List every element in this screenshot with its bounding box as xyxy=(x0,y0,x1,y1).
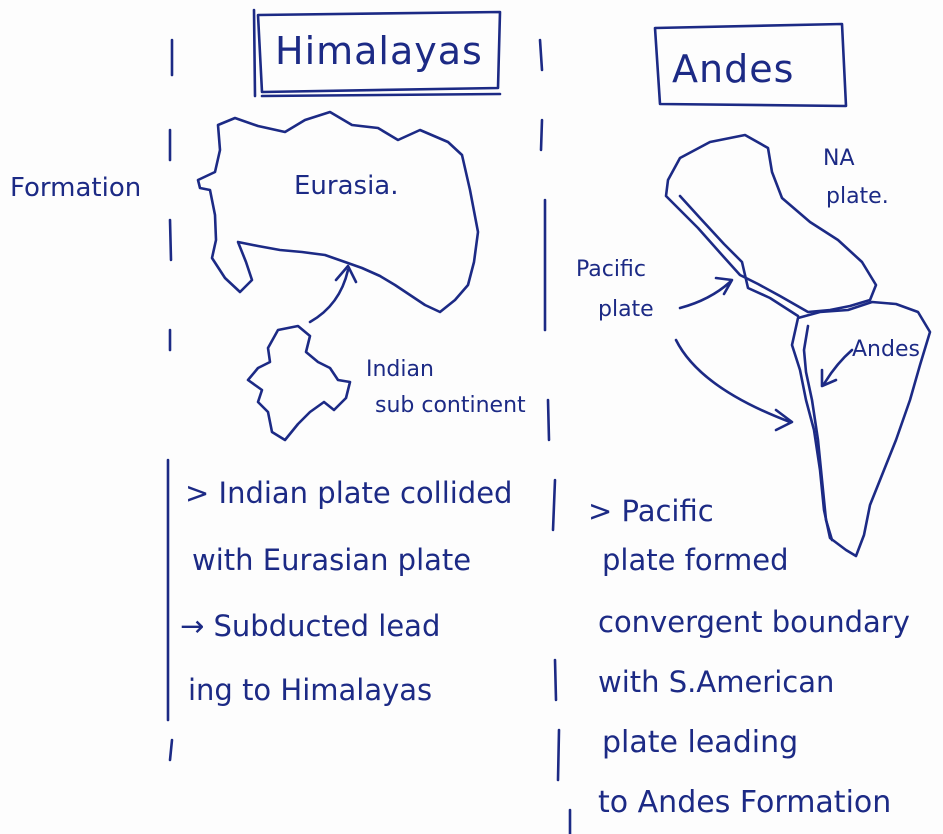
andes-pointer-arrow xyxy=(822,350,852,386)
andes-title: Andes xyxy=(672,47,794,91)
eurasia-landmass xyxy=(198,112,478,312)
himalayas-note-4: ing to Himalayas xyxy=(188,673,432,707)
indian-label-line1: Indian xyxy=(366,357,434,382)
andes-note-4: with S.American xyxy=(598,665,834,699)
andes-note-2: plate formed xyxy=(602,543,789,577)
left-margin-divider xyxy=(168,40,172,760)
pacific-label-line1: Pacific xyxy=(576,257,646,282)
andes-note-6: to Andes Formation xyxy=(598,785,891,820)
pacific-label-line2: plate xyxy=(598,297,654,322)
formation-label: Formation xyxy=(10,173,141,203)
indian-label-line2: sub continent xyxy=(375,393,526,418)
collision-arrow xyxy=(310,266,356,322)
himalayas-title: Himalayas xyxy=(275,29,483,73)
na-label-line2: plate. xyxy=(826,184,889,209)
eurasia-label: Eurasia. xyxy=(294,171,399,201)
himalayas-note-1: > Indian plate collided xyxy=(185,476,512,510)
andes-range-line xyxy=(804,326,832,540)
na-label-line1: NA xyxy=(823,146,855,171)
indian-subcontinent-landmass xyxy=(248,326,350,440)
pacific-plate-boundary xyxy=(680,196,798,316)
andes-note-3: convergent boundary xyxy=(598,605,910,639)
center-column-divider xyxy=(540,40,570,834)
subduction-arrow xyxy=(676,340,792,430)
pacific-pointer-arrow xyxy=(680,278,732,308)
andes-note-5: plate leading xyxy=(602,725,798,760)
andes-map-label: Andes xyxy=(852,337,920,362)
himalayas-note-2: with Eurasian plate xyxy=(192,543,471,577)
andes-note-1: > Pacific xyxy=(588,494,714,528)
himalayas-title-underline xyxy=(262,94,500,96)
himalayas-note-3: → Subducted lead xyxy=(180,609,440,643)
